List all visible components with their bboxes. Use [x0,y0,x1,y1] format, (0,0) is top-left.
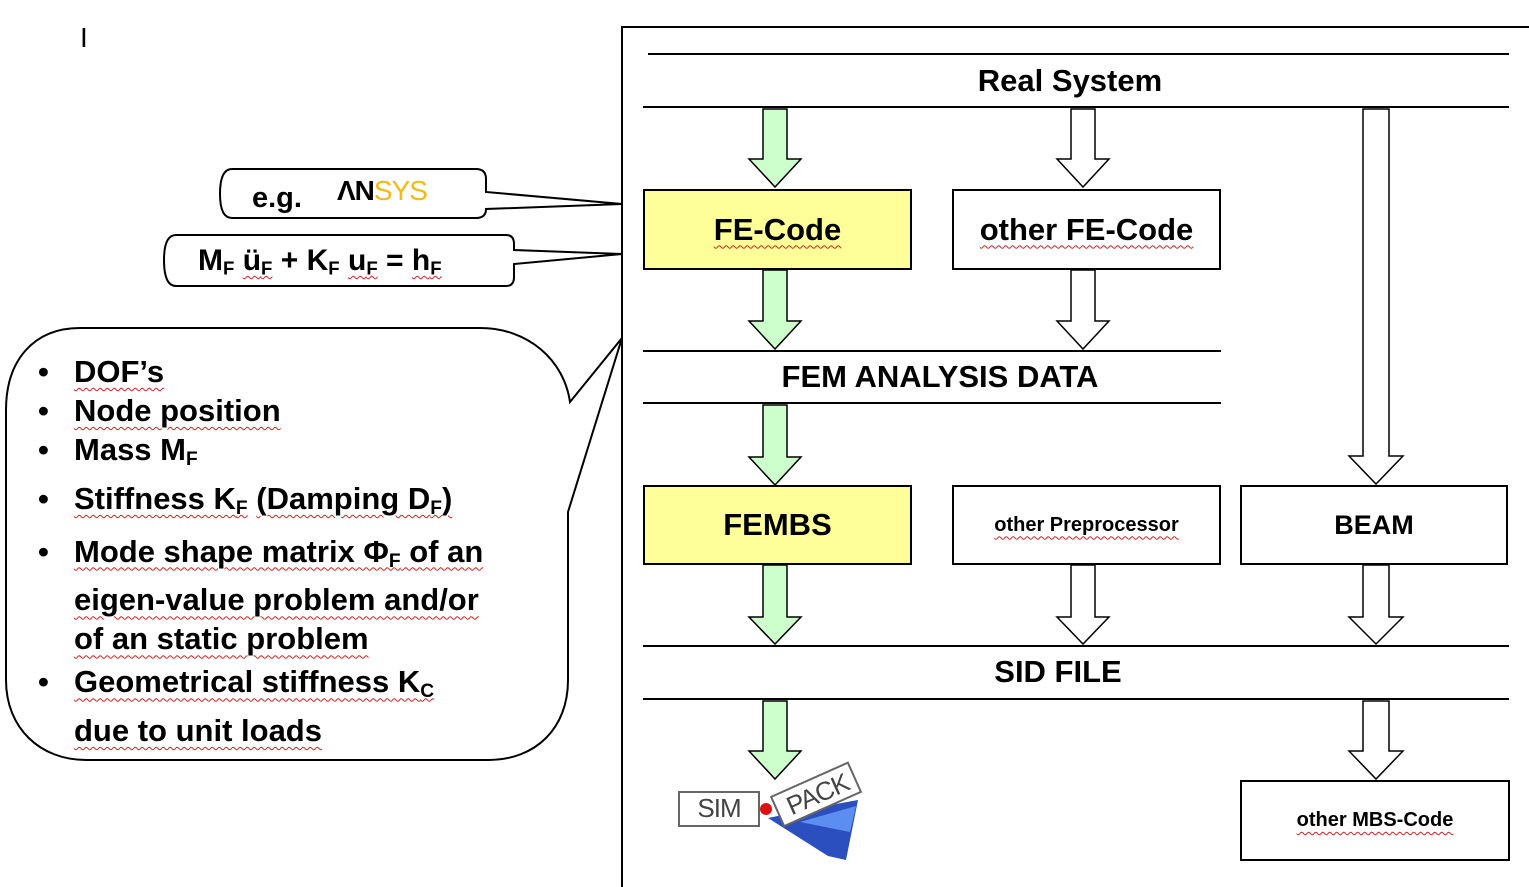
arrow-beam-to-sid [1347,564,1405,646]
bullet-node-position: Node position [34,391,554,430]
bullet-stiffness-text: Stiffness K [74,480,236,516]
other-preprocessor-box: other Preprocessor [952,485,1221,565]
fem-analysis-data-label: FEM ANALYSIS DATA [781,359,1099,394]
eq-k: K [306,244,329,277]
bullet-mode-shape-tail: of an [400,533,484,569]
arrow-fecode-to-femdata [747,269,803,351]
eq-u: u [347,244,367,277]
eq-u-ddot-sub: F [261,257,273,279]
equation: MF üF + KF uF = hF [198,244,442,280]
simpack-sim-text: SIM [697,793,741,823]
ansys-logo-an: ΛN [337,175,375,206]
arrow-preprocessor-to-sid [1055,564,1111,646]
bullet-mode-shape-line3: of an static problem [74,621,369,657]
fembs-box: FEMBS [643,485,912,565]
fe-code-box: FE-Code [643,189,912,270]
bullet-stiffness-sub: F [235,497,248,519]
bullet-stiffness-group: Stiffness KF [74,480,248,519]
simpack-sim-plate [678,791,760,827]
fem-data-bullet-list: DOF’s Node position Mass MF Stiffness KF… [34,352,554,750]
simpack-red-dot [760,803,772,815]
bullet-damping-text: (Damping D [256,480,431,516]
fe-code-label: FE-Code [713,211,842,247]
other-mbs-code-label: other MBS-Code [1296,809,1454,831]
eq-h-group: hF [411,244,442,279]
eq-m-sub: F [223,257,235,279]
callout-ansys-bubble [218,168,623,219]
diagram-frame [621,26,1529,887]
other-fe-code-box: other FE-Code [952,189,1221,270]
simpack-light-wedge [800,806,856,832]
ansys-logo: ΛNSYS [337,175,428,207]
eq-h: h [411,244,431,277]
arrow-real-to-beam [1347,108,1405,486]
bullet-stiffness: Stiffness KF (Damping DF) [34,479,554,528]
eq-u-group: uF [347,244,378,279]
eq-u-sub: F [366,257,378,279]
bullet-geometrical-stiffness: Geometrical stiffness KC due to unit loa… [34,662,554,750]
other-mbs-code-box: other MBS-Code [1240,780,1510,861]
bullet-mode-shape-text: Mode shape matrix Φ [74,533,389,569]
callout-equation-bubble [162,234,623,287]
bullet-node-position-text: Node position [74,393,281,428]
eq-m: M [198,244,223,277]
eq-k-sub: F [328,257,340,279]
bullet-geometrical-sub: C [420,681,435,703]
bullet-geometrical-text: Geometrical stiffness K [74,664,421,700]
arrow-real-to-other-fecode [1055,108,1111,189]
other-preprocessor-label: other Preprocessor [994,513,1179,536]
bullet-mode-shape-line2: eigen-value problem and/or [74,582,479,618]
eq-equals: = [386,244,404,277]
example-prefix: e.g. [252,182,302,214]
arrow-femdata-to-fembs [747,404,803,487]
arrow-other-fecode-to-femdata [1055,269,1111,351]
bullet-mode-shape: Mode shape matrix ΦF of an eigen-value p… [34,532,554,659]
bullet-mode-shape-sub: F [388,550,401,572]
arrow-real-to-fecode [747,108,803,189]
bullet-mass-sub: F [185,448,198,470]
bullet-damping-sub: F [430,497,442,519]
bullet-mass: Mass MF [34,430,554,479]
arrow-sid-to-simpack [747,700,803,781]
sid-file-label: SID FILE [994,654,1122,689]
bullet-dofs-text: DOF’s [74,354,165,389]
beam-box: BEAM [1240,485,1508,565]
ansys-logo-sys: SYS [373,175,428,206]
eq-u-ddot: ü [242,244,262,277]
bullet-damping-close: ) [441,480,453,516]
bullet-mode-shape-line1: Mode shape matrix ΦF of an [74,533,484,572]
bullet-mass-text: Mass M [74,432,186,467]
eq-plus: + [280,244,299,277]
real-system-label: Real System [977,63,1163,98]
bullet-geometrical-line2: due to unit loads [74,713,322,749]
beam-label: BEAM [1334,509,1414,540]
simpack-pack-plate [769,761,863,828]
arrow-fembs-to-sid [747,564,803,646]
eq-u-ddot-group: üF [242,244,273,279]
text-cursor: I [80,22,88,53]
eq-h-sub: F [430,257,442,279]
other-fe-code-label: other FE-Code [979,211,1194,247]
bullet-geometrical-line1: Geometrical stiffness KC [74,664,435,703]
arrow-sid-to-other-mbs [1347,700,1405,781]
bullet-damping-group: (Damping DF) [256,480,453,519]
simpack-logo [678,761,863,860]
fembs-label: FEMBS [723,507,832,542]
bullet-dofs: DOF’s [34,352,554,391]
